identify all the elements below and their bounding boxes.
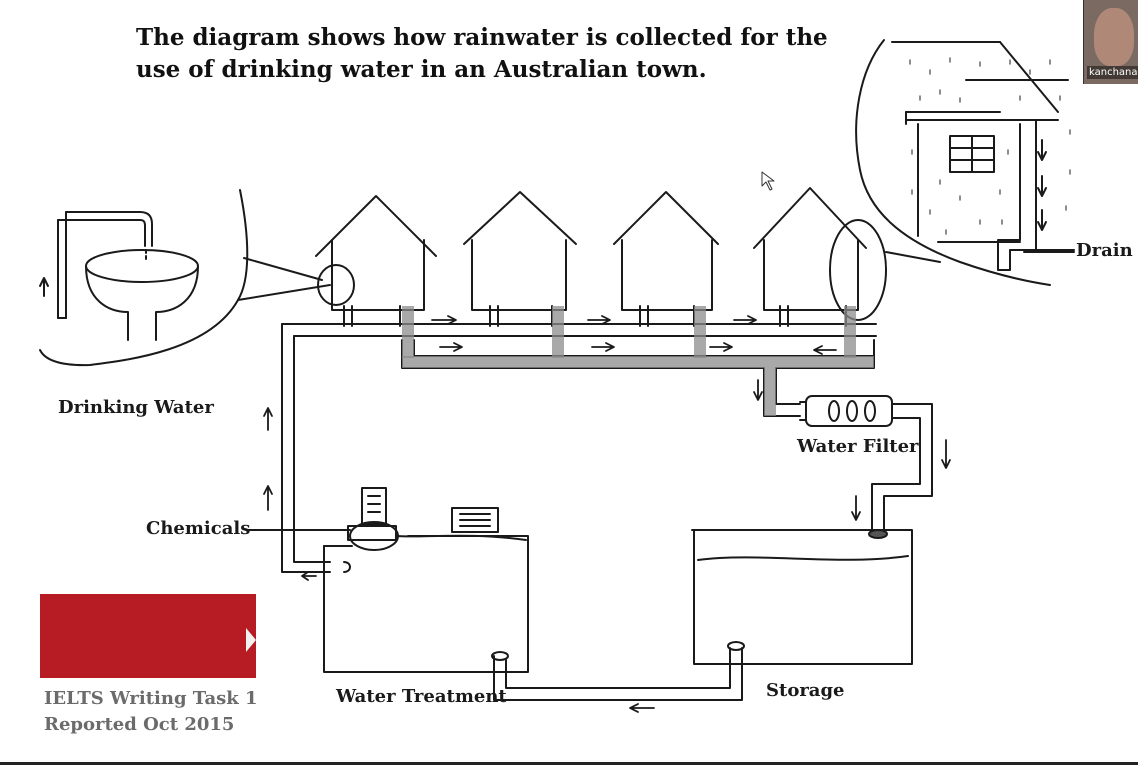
flow-arrows	[264, 316, 950, 712]
participant-name: kanchana	[1087, 66, 1138, 79]
house-2	[464, 192, 576, 326]
water-treatment-tank	[324, 488, 528, 672]
storage-label: Storage	[766, 680, 845, 701]
caption-task: IELTS Writing Task 1	[44, 688, 258, 709]
water-treatment-label: Water Treatment	[336, 686, 507, 707]
bottom-divider	[0, 762, 1138, 765]
rooftop-drain-illustration	[856, 40, 1074, 285]
house-4	[754, 188, 866, 326]
storage-tank	[692, 530, 912, 664]
storage-to-treatment-pipe	[492, 642, 744, 700]
drain-label: Drain	[1076, 240, 1133, 261]
rainwater-collection-pipe	[402, 306, 874, 416]
drinking-water-illustration	[40, 190, 330, 365]
brand-red-block	[40, 594, 256, 678]
water-filter-label: Water Filter	[797, 436, 919, 457]
house-3	[614, 192, 718, 326]
water-filter-unit	[800, 396, 932, 538]
participant-avatar	[1094, 8, 1134, 66]
mouse-cursor-icon	[762, 172, 774, 190]
webcam-thumbnail[interactable]: kanchana	[1083, 0, 1138, 84]
house-1	[316, 196, 436, 326]
caption-date: Reported Oct 2015	[44, 714, 234, 735]
chemicals-label: Chemicals	[146, 518, 250, 539]
drinking-water-label: Drinking Water	[58, 397, 214, 418]
house-pipe-callout-circle	[318, 265, 354, 305]
